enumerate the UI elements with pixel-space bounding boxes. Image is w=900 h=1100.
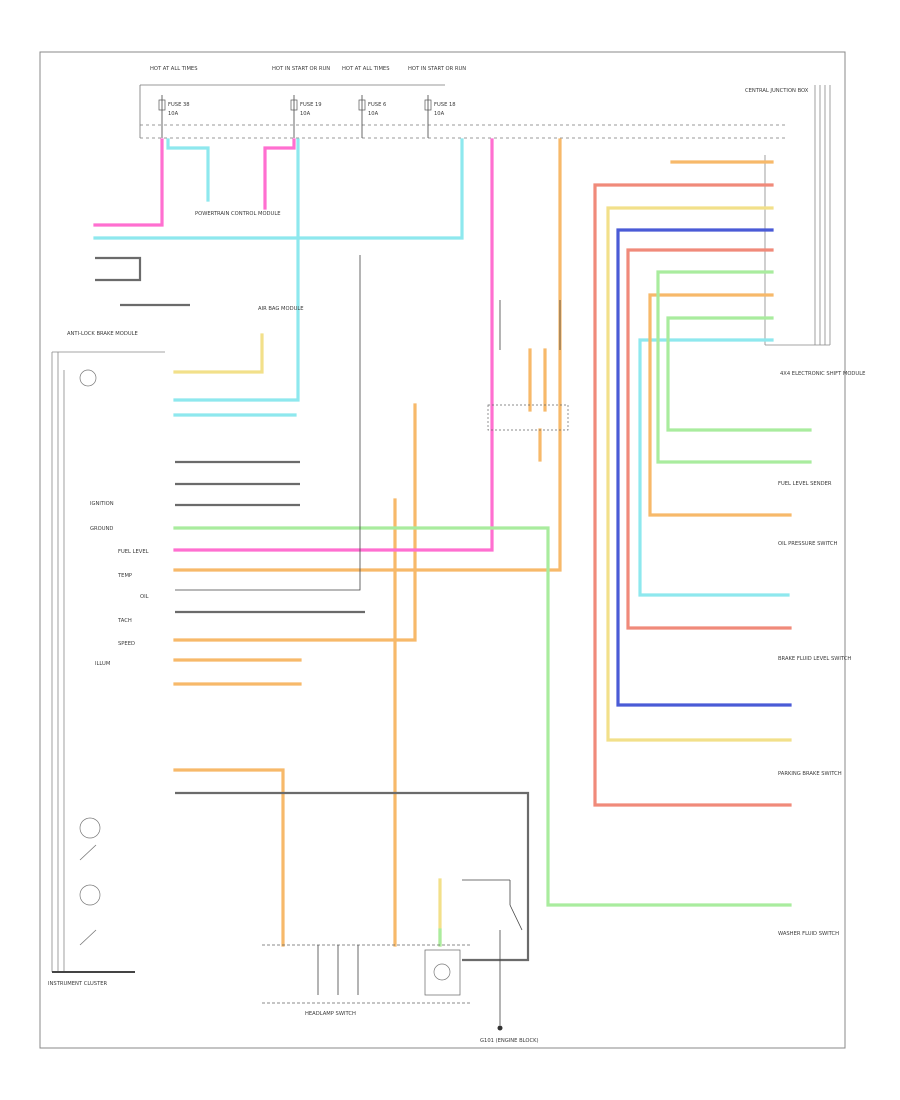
right-module-label: 4X4 ELECTRONIC SHIFT MODULE — [780, 371, 865, 377]
wire-orange-2 — [173, 403, 417, 642]
cluster-label: INSTRUMENT CLUSTER — [48, 981, 108, 987]
left-comp-1: AIR BAG MODULE — [258, 306, 304, 312]
wire-black-1 — [175, 791, 530, 962]
wire-salmon-2 — [626, 248, 792, 630]
wire-salmon-1 — [593, 183, 792, 807]
wires — [93, 138, 812, 962]
wire-orange-3 — [648, 293, 792, 517]
ic-labels: IGNITION GROUND FUEL LEVEL TEMP OIL TACH… — [90, 501, 149, 667]
fuse-amp-3: 10A — [434, 111, 445, 117]
ic-label-5: TACH — [117, 618, 132, 624]
left-comp-2: POWERTRAIN CONTROL MODULE — [195, 211, 281, 217]
ic-label-3: TEMP — [117, 573, 132, 579]
ic-label-2: FUEL LEVEL — [118, 549, 149, 555]
wire-pink-left — [93, 138, 164, 227]
bottom-block-label: HEADLAMP SWITCH — [305, 1011, 356, 1017]
right-comp-0: FUEL LEVEL SENDER — [778, 481, 832, 487]
wire-cyan-3 — [173, 138, 300, 402]
ic-label-0: IGNITION — [90, 501, 114, 507]
wire-blue — [616, 228, 792, 707]
right-comp-2: BRAKE FLUID LEVEL SWITCH — [778, 656, 851, 662]
fuse-id-2: FUSE 6 — [368, 102, 386, 108]
right-comp-1: OIL PRESSURE SWITCH — [778, 541, 838, 547]
fuse-id-0: FUSE 38 — [168, 102, 190, 108]
center-relay — [487, 300, 569, 431]
wire-green-2 — [666, 316, 812, 432]
right-bundle — [764, 85, 831, 346]
fuse-id-3: FUSE 18 — [434, 102, 456, 108]
wire-pink-right — [173, 138, 494, 552]
fuse-top-label-3: HOT IN START OR RUN — [408, 66, 466, 72]
wire-orange-1 — [173, 138, 562, 572]
wire-yellow-1 — [606, 206, 792, 742]
wire-cyan-2 — [93, 138, 464, 240]
wire-pink-mid — [263, 138, 296, 210]
wire-orange-4 — [173, 768, 285, 947]
wire-gray-1 — [175, 255, 361, 591]
right-comp-4: WASHER FLUID SWITCH — [778, 931, 839, 937]
ic-label-7: ILLUM — [95, 661, 110, 667]
ic-label-1: GROUND — [90, 526, 113, 532]
wire-green-1 — [656, 270, 812, 464]
fuses — [158, 95, 432, 138]
ground-label: G101 (ENGINE BLOCK) — [480, 1038, 539, 1044]
wire-green-3 — [173, 526, 792, 907]
wire-black-2 — [95, 256, 142, 282]
fuse-top-label-1: HOT IN START OR RUN — [272, 66, 330, 72]
wire-cyan-5 — [638, 338, 790, 597]
fuse-top-label-0: HOT AT ALL TIMES — [150, 66, 198, 72]
ic-label-6: SPEED — [118, 641, 135, 647]
fuse-amp-1: 10A — [300, 111, 311, 117]
instrument-cluster-block — [51, 351, 165, 973]
left-comp-0: ANTI-LOCK BRAKE MODULE — [67, 331, 138, 337]
wire-yellow-2 — [173, 333, 264, 374]
fuse-top-label-2: HOT AT ALL TIMES — [342, 66, 390, 72]
fuse-id-1: FUSE 19 — [300, 102, 322, 108]
right-comp-3: PARKING BRAKE SWITCH — [778, 771, 842, 777]
cjb-label: CENTRAL JUNCTION BOX — [745, 88, 809, 94]
bottom-switch-block — [262, 879, 523, 1031]
wire-cyan-1 — [166, 138, 210, 202]
diagram-frame — [39, 51, 846, 1049]
fuse-amp-0: 10A — [168, 111, 179, 117]
ic-label-4: OIL — [140, 594, 149, 600]
fuse-amp-2: 10A — [368, 111, 379, 117]
